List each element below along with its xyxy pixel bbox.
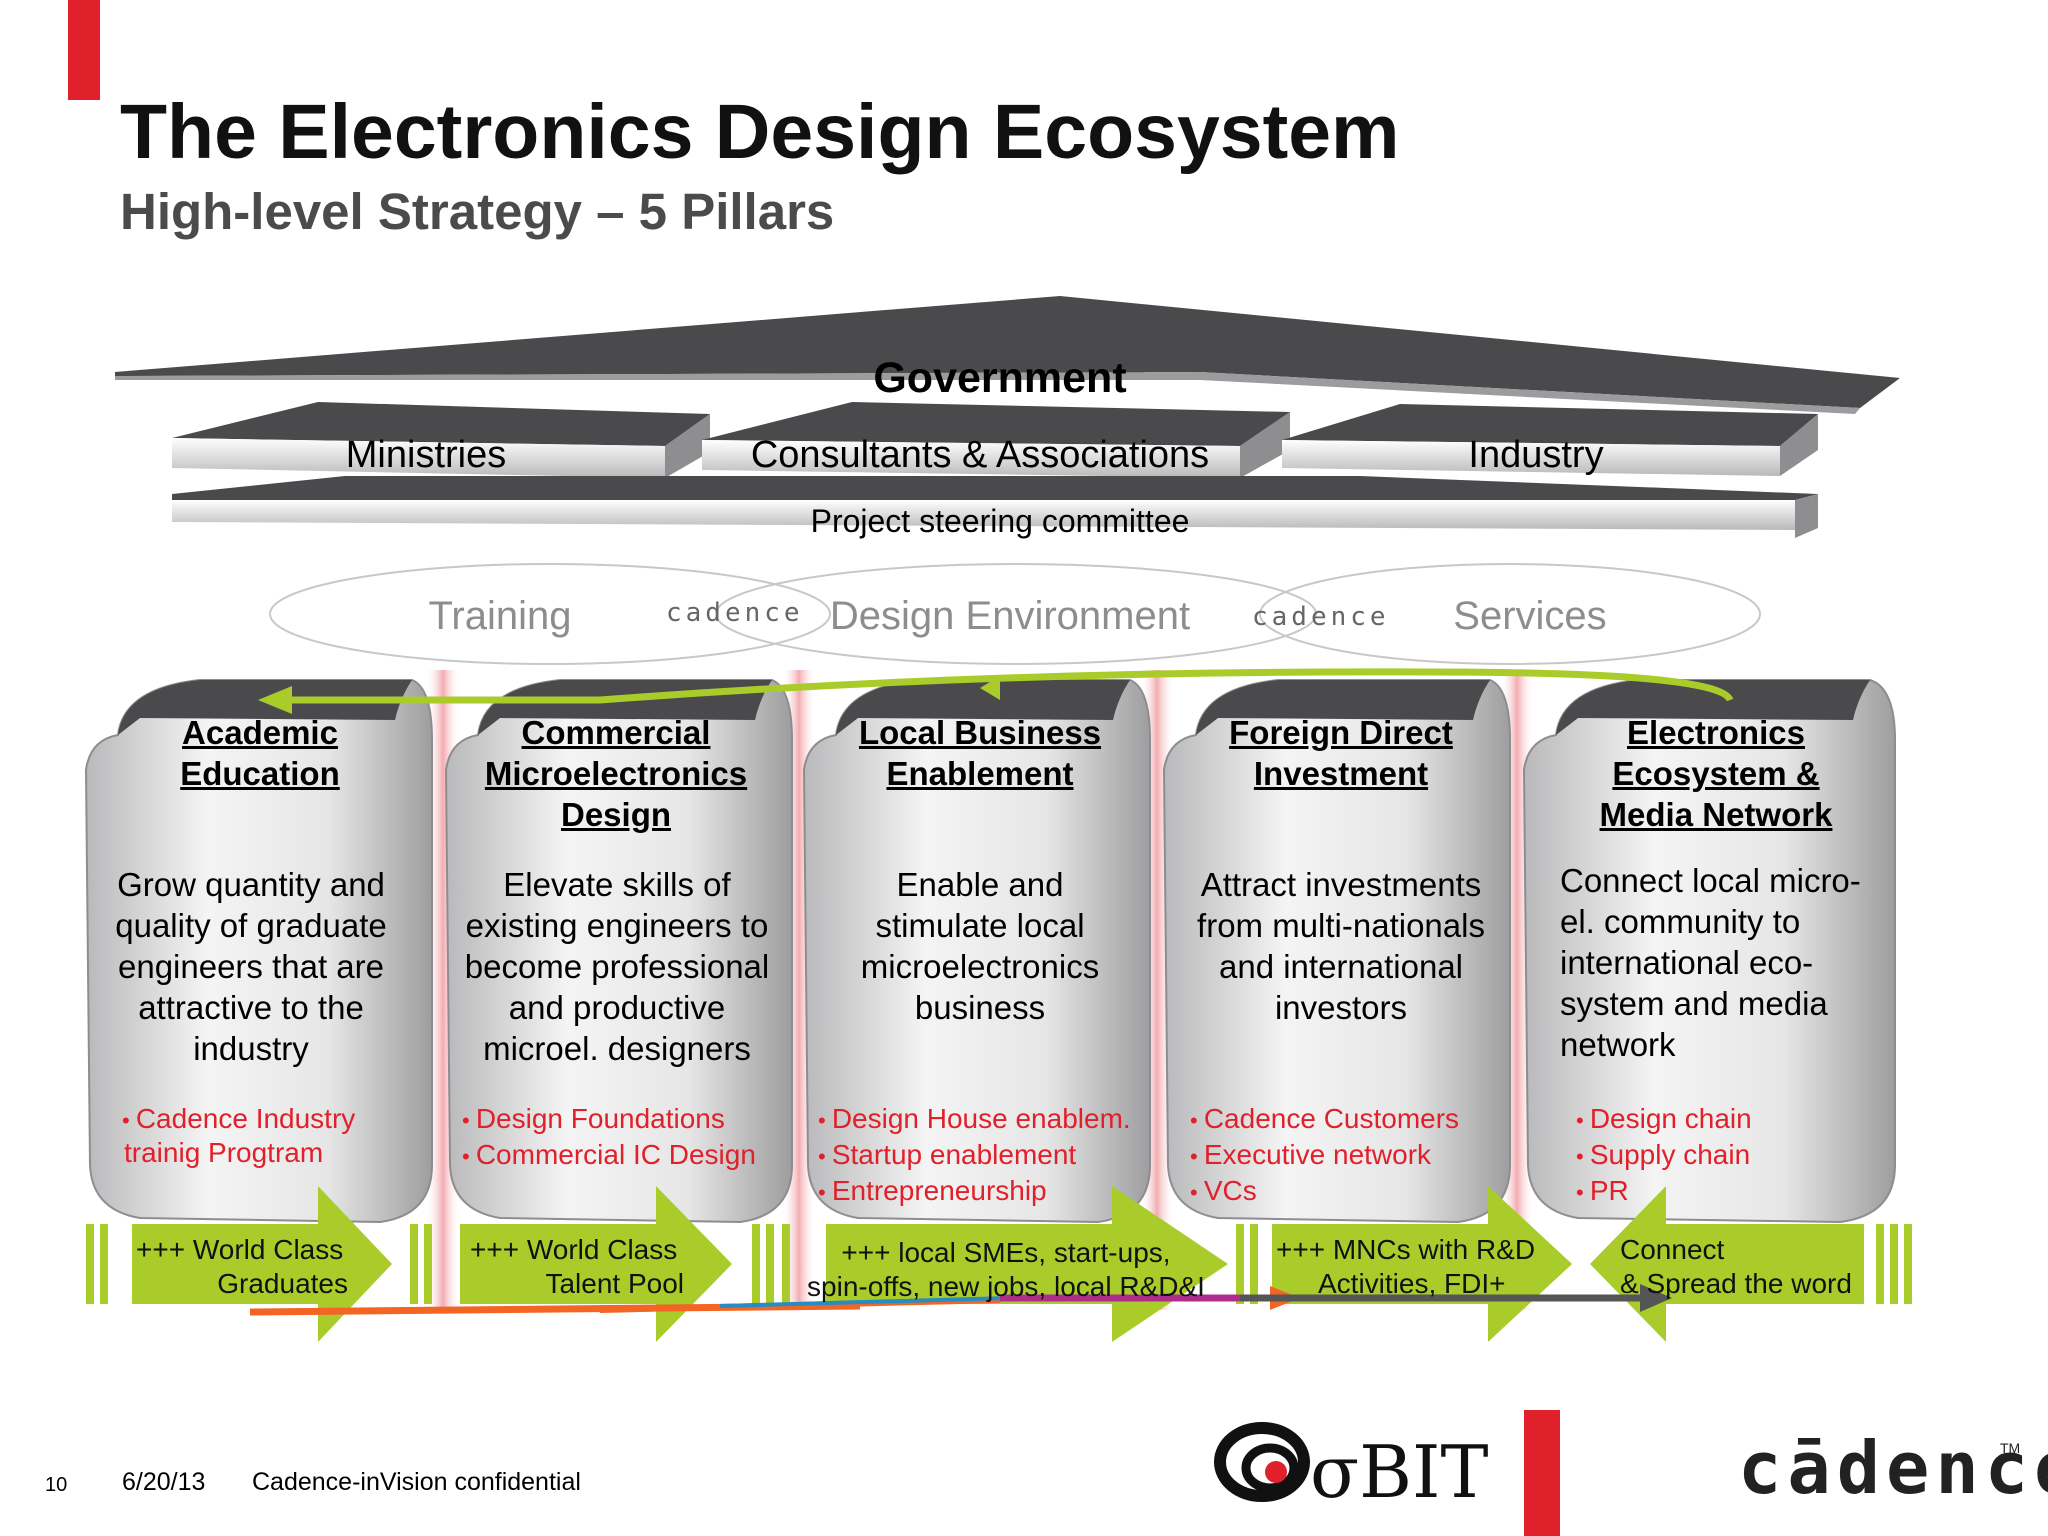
pillar-5-bullets: Design chain Supply chain PR <box>1576 1102 1876 1210</box>
page-number: 10 <box>45 1474 68 1496</box>
bullet-item: Design chain <box>1576 1102 1876 1138</box>
outcome-3-text: +++ local SMEs, start-ups,spin-offs, new… <box>807 1237 1205 1302</box>
tier-industry: Industry <box>1468 434 1604 476</box>
feedback-arrow <box>258 668 1734 714</box>
bullet-item: Cadence Industry <box>122 1102 422 1138</box>
tier-consultants: Consultants & Associations <box>750 434 1210 476</box>
page-subtitle: High-level Strategy – 5 Pillars <box>120 183 835 240</box>
cadence-logo-small-2: cadence <box>1252 602 1390 632</box>
pillar-1-bullets: Cadence Industry <box>122 1102 422 1138</box>
government-roof <box>115 296 1900 408</box>
service-services: Services <box>1453 594 1607 638</box>
tier-ministries: Ministries <box>345 434 507 476</box>
flow-arrows <box>249 1284 1672 1316</box>
outcome-arrow-1 <box>132 1186 392 1342</box>
outcome-arrow-2 <box>460 1186 732 1342</box>
outcome-band <box>86 1186 1912 1342</box>
footer-confidential: Cadence-inVision confidential <box>252 1468 581 1496</box>
bullet-item: Design Foundations <box>462 1102 782 1138</box>
bullet-item: Commercial IC Design <box>462 1138 782 1174</box>
service-design-environment: Design Environment <box>829 594 1191 638</box>
bullet-item: Cadence Customers <box>1190 1102 1500 1138</box>
bullet-item: Entrepreneurship <box>818 1174 1148 1210</box>
footer-accent-bar <box>1524 1410 1560 1536</box>
pillar-4-bullets: Cadence Customers Executive network VCs <box>1190 1102 1500 1210</box>
pillar-2-bullets: Design Foundations Commercial IC Design <box>462 1102 782 1174</box>
outcome-5-text: Connect& Spread the word <box>1620 1234 1852 1299</box>
bullet-item: Executive network <box>1190 1138 1500 1174</box>
obit-logo: σBIT <box>1310 1430 1489 1514</box>
trademark-mark: TM <box>2000 1440 2021 1456</box>
cadence-logo-small-1: cadence <box>666 598 804 628</box>
bullet-item: Supply chain <box>1576 1138 1876 1174</box>
outcome-arrow-4 <box>1272 1186 1572 1342</box>
obit-logo-mark <box>1214 1422 1310 1502</box>
cadence-logo: cādence <box>1738 1426 2048 1510</box>
steering-committee: Project steering committee <box>810 503 1190 539</box>
pillar-1-bullet-cont: trainig Progtram <box>124 1137 324 1168</box>
bullet-item: Design House enablem. <box>818 1102 1148 1138</box>
tier-slabs <box>172 402 1818 538</box>
footer-date: 6/20/13 <box>122 1468 206 1496</box>
accent-bar <box>68 0 100 100</box>
bullet-item: Startup enablement <box>818 1138 1148 1174</box>
service-training: Training <box>428 594 572 638</box>
pillar-shapes <box>84 679 1896 1224</box>
government-label: Government <box>873 354 1127 402</box>
bullet-item: VCs <box>1190 1174 1500 1210</box>
bullet-item: PR <box>1576 1174 1876 1210</box>
pillar-3-bullets: Design House enablem. Startup enablement… <box>818 1102 1148 1210</box>
page-title: The Electronics Design Ecosystem <box>120 89 1400 175</box>
